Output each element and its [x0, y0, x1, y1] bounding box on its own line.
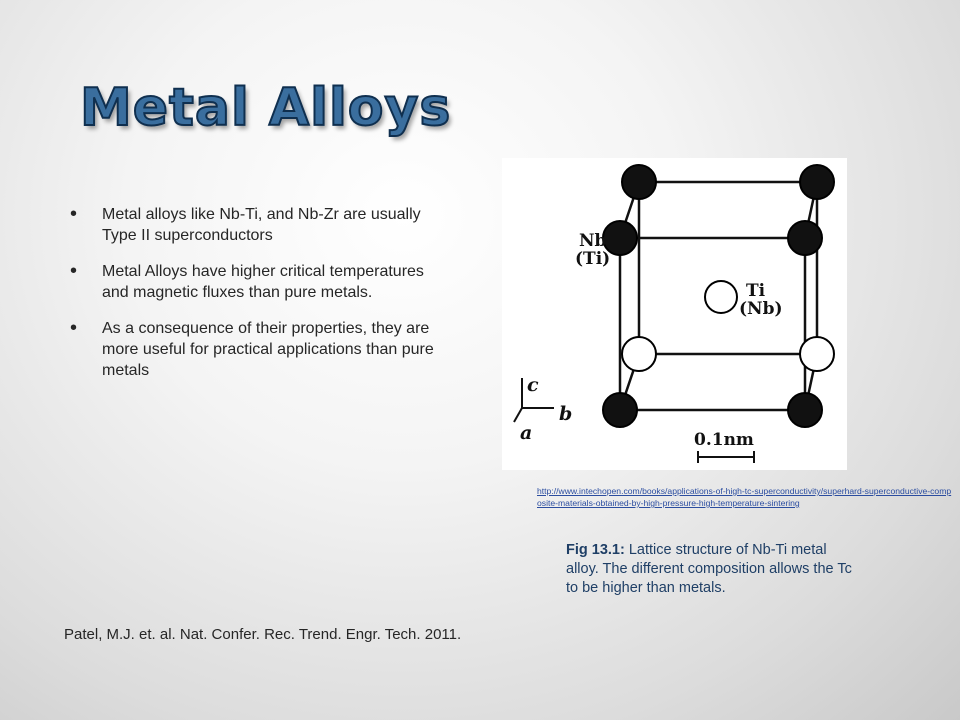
axis-c-label: c [527, 374, 539, 396]
caption-text: Lattice structure of Nb-Ti metal alloy. … [566, 542, 852, 596]
figure-caption: Fig 13.1: Lattice structure of Nb-Ti met… [566, 541, 856, 598]
label-ti-paren: (Nb) [739, 299, 783, 319]
nb-atom [602, 392, 638, 428]
reference-citation: Patel, M.J. et. al. Nat. Confer. Rec. Tr… [64, 626, 462, 643]
axis-a-label: a [520, 422, 532, 444]
nb-atom [621, 164, 657, 200]
label-ti: Ti [746, 281, 766, 301]
nb-atom [799, 164, 835, 200]
ti-center-atom [704, 280, 738, 314]
lattice-figure: Nb (Ti) Ti (Nb) c b a 0.1nm [502, 158, 847, 470]
ti-atom [799, 336, 835, 372]
scale-label: 0.1nm [694, 430, 754, 450]
label-nb-paren: (Ti) [575, 249, 610, 269]
caption-prefix: Fig 13.1: [566, 542, 625, 558]
bullet-item: • Metal Alloys have higher critical tempe… [66, 261, 436, 303]
label-nb: Nb [579, 231, 607, 251]
ti-atom [621, 336, 657, 372]
source-link[interactable]: http://www.intechopen.com/books/applicat… [537, 486, 952, 508]
scale-bar [697, 451, 755, 463]
axis-indicator [513, 378, 554, 423]
bullet-dot-icon: • [70, 317, 78, 339]
axis-b-label: b [559, 403, 572, 425]
lattice-diagram: Nb (Ti) Ti (Nb) c b a 0.1nm [513, 164, 835, 463]
bullet-text: Metal alloys like Nb-Ti, and Nb-Zr are u… [102, 206, 421, 244]
bullet-text: Metal Alloys have higher critical temper… [102, 263, 424, 301]
atoms [602, 164, 835, 428]
bullet-dot-icon: • [70, 260, 78, 282]
bullet-dot-icon: • [70, 203, 78, 225]
bullet-text: As a consequence of their properties, th… [102, 320, 434, 379]
nb-atom [787, 392, 823, 428]
bullet-item: • Metal alloys like Nb-Ti, and Nb-Zr are … [66, 204, 436, 246]
nb-atom [602, 220, 638, 256]
bullet-list: • Metal alloys like Nb-Ti, and Nb-Zr are … [66, 204, 436, 396]
slide-title: Metal Alloys [79, 77, 452, 139]
nb-atom [787, 220, 823, 256]
bullet-item: • As a consequence of their properties, t… [66, 318, 436, 381]
